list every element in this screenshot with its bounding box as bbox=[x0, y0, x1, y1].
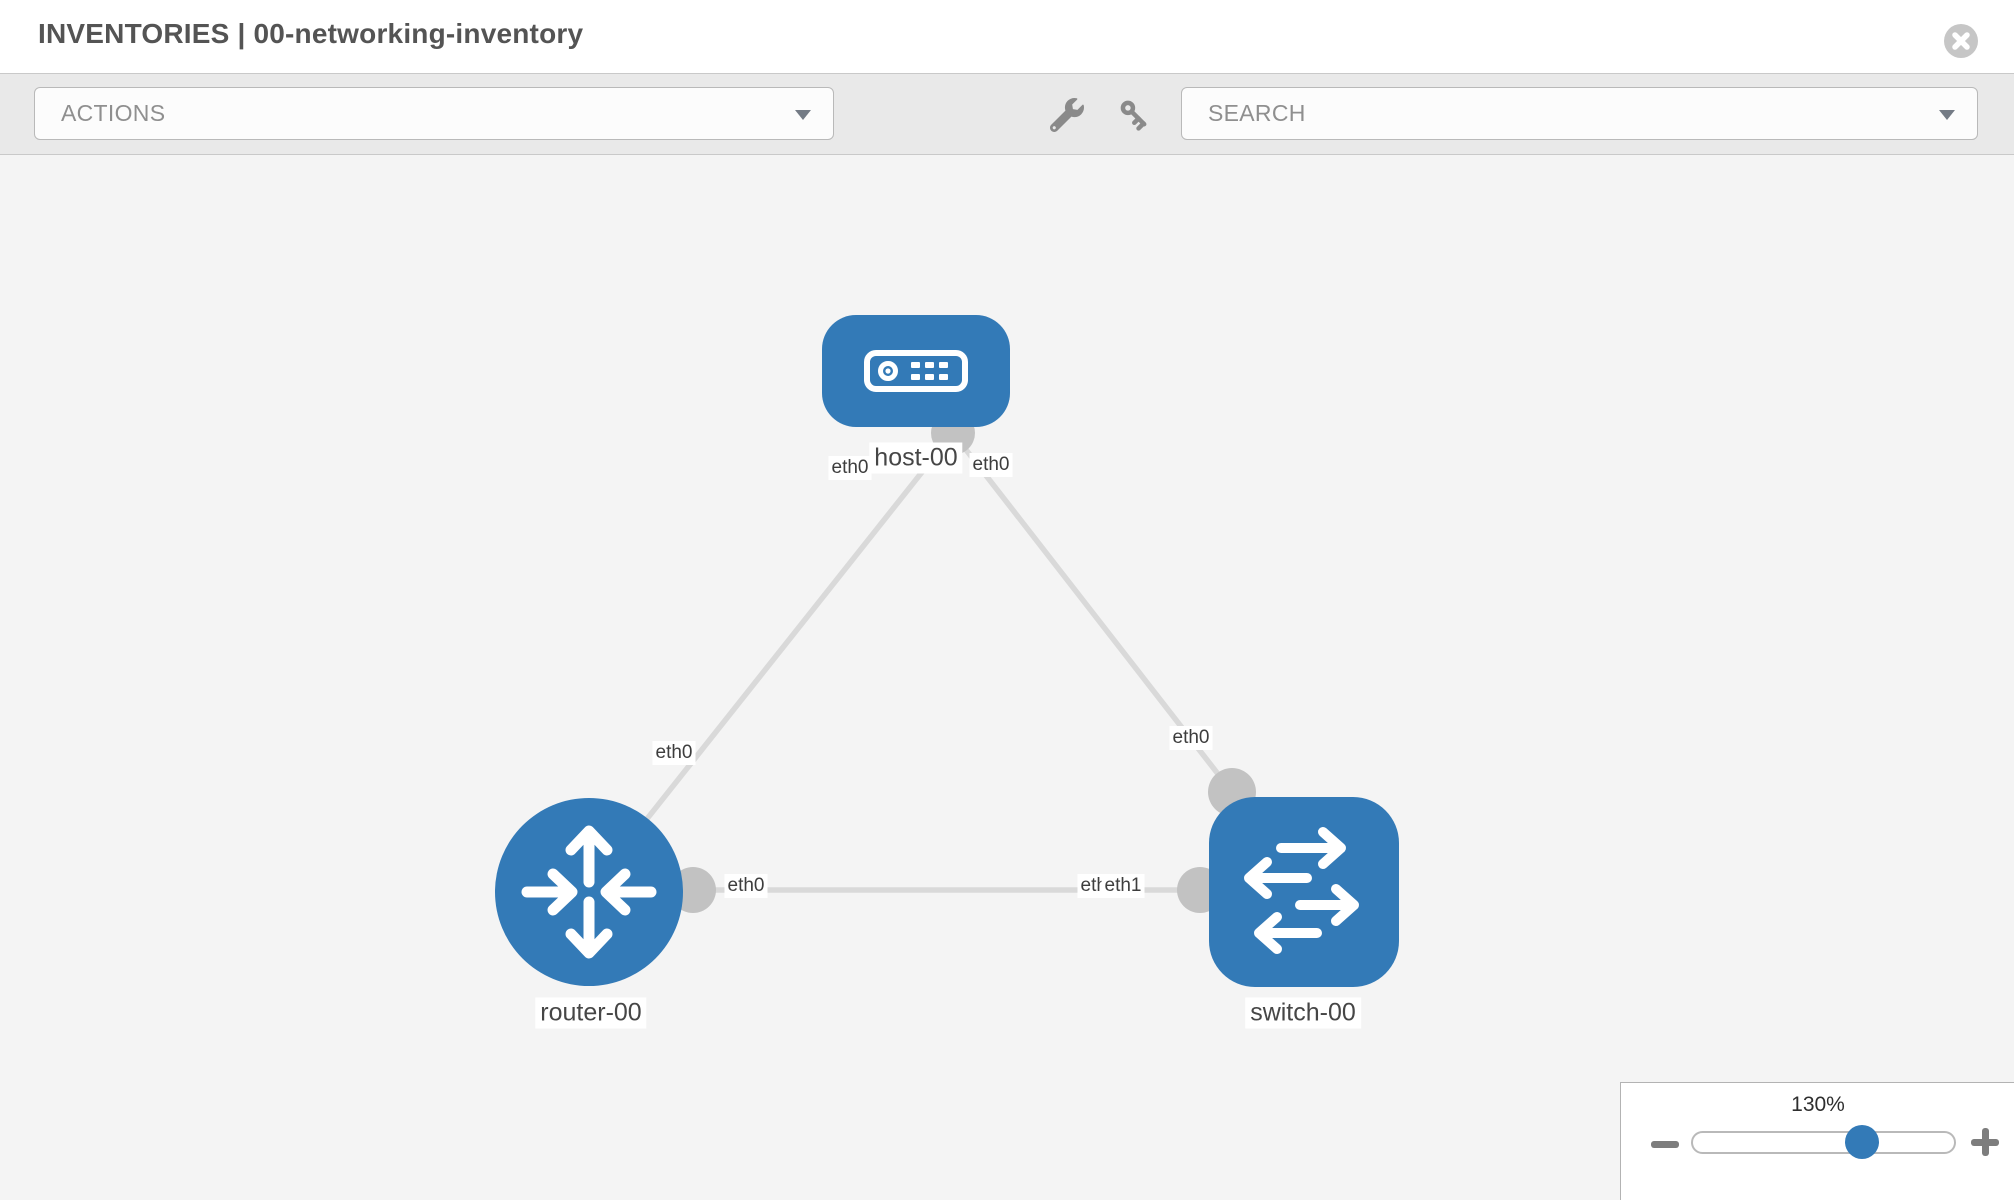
zoom-out-button[interactable] bbox=[1651, 1141, 1679, 1148]
actions-dropdown[interactable]: ACTIONS bbox=[34, 87, 834, 140]
zoom-percentage: 130% bbox=[1791, 1093, 1845, 1116]
interface-label: eth0 bbox=[1169, 726, 1213, 750]
zoom-in-button[interactable] bbox=[1971, 1128, 1999, 1156]
interface-label: eth0 bbox=[652, 741, 696, 765]
zoom-control-panel: 130% bbox=[1620, 1082, 2014, 1200]
node-label-host-00: host-00 bbox=[869, 442, 963, 474]
wrench-icon[interactable] bbox=[1049, 98, 1084, 133]
interface-label: eth1 bbox=[1101, 874, 1145, 898]
node-router-00[interactable] bbox=[495, 798, 683, 986]
zoom-slider-thumb[interactable] bbox=[1845, 1125, 1879, 1159]
zoom-slider-track[interactable] bbox=[1691, 1125, 1956, 1159]
close-button[interactable] bbox=[1943, 23, 1979, 59]
router-icon bbox=[521, 825, 657, 959]
host-icon bbox=[864, 350, 968, 392]
interface-label: eth0 bbox=[724, 874, 768, 898]
close-icon bbox=[1944, 24, 1978, 58]
toolbar: ACTIONS SEARCH bbox=[0, 73, 2014, 155]
node-switch-00[interactable] bbox=[1209, 797, 1399, 987]
node-host-00[interactable] bbox=[822, 315, 1010, 427]
chevron-down-icon bbox=[1939, 109, 1955, 120]
page-title: INVENTORIES | 00-networking-inventory bbox=[38, 18, 584, 49]
search-dropdown[interactable]: SEARCH bbox=[1181, 87, 1978, 140]
node-label-router-00: router-00 bbox=[535, 997, 647, 1029]
node-label-switch-00: switch-00 bbox=[1245, 997, 1361, 1029]
window-header: INVENTORIES | 00-networking-inventory bbox=[0, 0, 2014, 73]
chevron-down-icon bbox=[795, 109, 811, 120]
actions-dropdown-label: ACTIONS bbox=[61, 100, 166, 126]
key-icon[interactable] bbox=[1118, 98, 1152, 132]
search-placeholder: SEARCH bbox=[1208, 100, 1306, 126]
interface-label: eth0 bbox=[828, 456, 872, 480]
switch-icon bbox=[1244, 827, 1359, 954]
interface-label: eth0 bbox=[969, 453, 1013, 477]
